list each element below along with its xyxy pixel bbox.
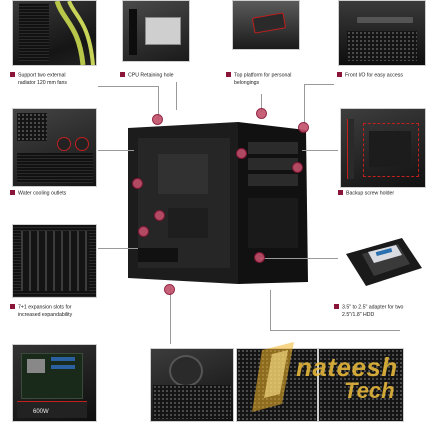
callout-marker (152, 114, 163, 125)
callout-marker (298, 122, 309, 133)
caption-marker (10, 190, 15, 195)
water-cooling-photo (12, 108, 97, 187)
callout-line (302, 150, 338, 151)
callout-marker (254, 252, 265, 263)
caption-top-platform: Top platform for personal belongings (226, 72, 291, 87)
caption-cpu-hole-text: CPU Retaining hole (128, 72, 174, 79)
callout-line (270, 330, 400, 331)
callout-line (261, 94, 262, 112)
side-mesh-photo-2 (318, 348, 404, 422)
top-platform-photo (232, 0, 300, 50)
expansion-slots-photo (12, 224, 97, 298)
watermark-line1: nateesh (296, 352, 398, 382)
caption-radiator-line1: Support two external (18, 72, 66, 79)
callout-marker (292, 162, 303, 173)
case-main-image (128, 118, 312, 288)
callout-line (260, 258, 338, 259)
caption-marker (10, 304, 15, 309)
caption-backup-screw: Backup screw holder (338, 190, 394, 198)
caption-expansion-line1: 7+1 expansion slots for (18, 304, 72, 311)
callout-line (98, 248, 138, 249)
callout-line (270, 290, 271, 330)
caption-front-io-text: Front I/O for easy access (345, 72, 403, 79)
hdd-adapter-drawing (346, 238, 422, 286)
caption-adapter: 3.5" to 2.5" adapter for two 2.5"/1.8" H… (334, 304, 403, 319)
caption-marker (338, 190, 343, 195)
front-io-photo (338, 0, 426, 66)
hdd-adapter-photo (342, 224, 424, 296)
callout-marker (256, 108, 267, 119)
callout-line (98, 150, 134, 151)
callout-line (304, 84, 334, 85)
caption-water-cooling: Water cooling outlets (10, 190, 66, 198)
caption-water-cooling-text: Water cooling outlets (18, 190, 67, 197)
callout-line (304, 84, 305, 124)
caption-top-platform-line2: belongings (234, 79, 260, 86)
callout-marker (236, 148, 247, 159)
case-drawing (128, 122, 308, 284)
psu-label: 600W (33, 409, 49, 415)
radiator-tubes (54, 1, 95, 65)
caption-backup-screw-text: Backup screw holder (346, 190, 395, 197)
callout-marker (138, 226, 149, 237)
callout-marker (164, 284, 175, 295)
backup-screw-photo (340, 108, 426, 188)
callout-marker (154, 210, 165, 221)
cpu-hole-photo (122, 0, 190, 62)
caption-marker (10, 72, 15, 77)
caption-marker (334, 304, 339, 309)
watermark-line2: Tech (344, 378, 395, 403)
caption-radiator: Support two external radiator 120 mm fan… (10, 72, 67, 87)
caption-radiator-line2: radiator 120 mm fans (18, 79, 68, 86)
motherboard-photo: 600W (12, 344, 97, 422)
caption-expansion: 7+1 expansion slots for increased expand… (10, 304, 72, 319)
caption-adapter-line2: 2.5"/1.8" HDD (342, 311, 375, 318)
caption-marker (337, 72, 342, 77)
front-fan-photo (150, 348, 234, 422)
caption-top-platform-line1: Top platform for personal (234, 72, 292, 79)
caption-front-io: Front I/O for easy access (337, 72, 403, 80)
callout-line (158, 86, 159, 120)
caption-marker (226, 72, 231, 77)
caption-cpu-hole: CPU Retaining hole (120, 72, 174, 80)
radiator-photo (12, 0, 97, 66)
callout-line (170, 288, 171, 344)
caption-expansion-line2: increased expandability (18, 311, 73, 318)
callout-line (176, 82, 177, 110)
callout-marker (132, 178, 143, 189)
caption-marker (120, 72, 125, 77)
callout-line (98, 86, 158, 87)
caption-adapter-line1: 3.5" to 2.5" adapter for two (342, 304, 404, 311)
